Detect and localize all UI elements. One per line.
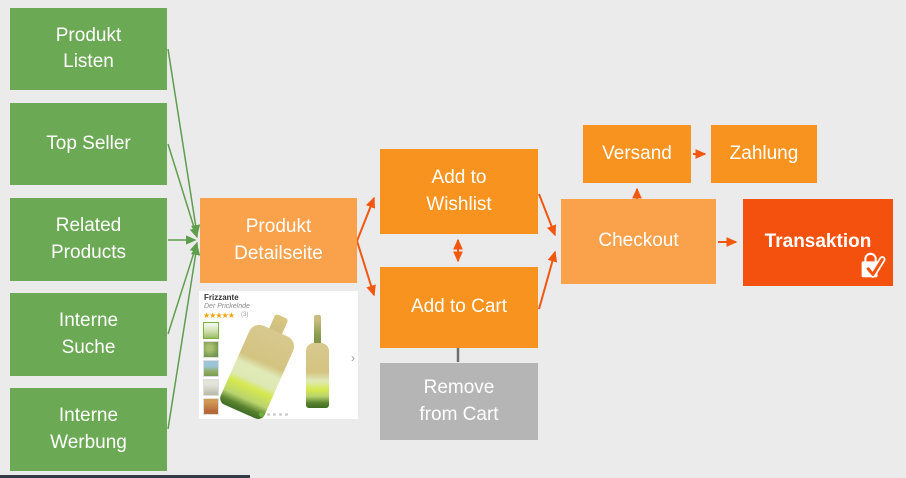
node-remove-from-cart: Remove from Cart — [380, 363, 538, 440]
thumbnail-crate — [203, 398, 219, 415]
thumbnail-light — [203, 379, 219, 396]
node-label: Versand — [602, 142, 672, 164]
dot — [279, 413, 282, 416]
node-label: Add to Wishlist — [426, 167, 492, 215]
bottle-body — [217, 321, 298, 422]
arrow-detailseite-to-wishlist — [356, 196, 376, 242]
star-rating: ★★★★★ — [203, 311, 235, 320]
dot — [273, 413, 276, 416]
product-screenshot-card: Frizzante Der Prickelnde ★★★★★ (3) › — [199, 291, 358, 422]
arrow-top-seller-to-detailseite — [167, 143, 199, 239]
node-label: Produkt Listen — [55, 24, 122, 72]
node-produkt-listen: Produkt Listen — [10, 8, 167, 90]
node-transaktion: Transaktion — [743, 199, 893, 286]
node-produkt-detailseite: Produkt Detailseite — [200, 198, 357, 283]
node-label: Checkout — [598, 230, 679, 252]
dot — [285, 413, 288, 416]
node-label: Interne Werbung — [50, 405, 127, 453]
node-label: Interne Suche — [58, 310, 119, 358]
node-checkout: Checkout — [561, 199, 716, 284]
node-label: Zahlung — [729, 142, 799, 164]
node-interne-suche: Interne Suche — [10, 293, 167, 376]
thumbnail-grapes — [203, 341, 219, 358]
thumbnail-landscape — [203, 360, 219, 377]
node-label: Related Products — [51, 215, 126, 263]
node-label: Transaktion — [764, 231, 872, 253]
bottle-image-large — [217, 307, 304, 422]
node-label: Top Seller — [46, 132, 131, 154]
arrow-wishlist-to-checkout — [538, 193, 557, 237]
arrow-interne-suche-to-detailseite — [167, 241, 199, 335]
bottle-body — [306, 343, 329, 408]
dot — [267, 413, 270, 416]
node-add-to-wishlist: Add to Wishlist — [380, 149, 538, 234]
review-count: (3) — [241, 312, 249, 318]
shopping-bag-check-icon — [861, 252, 886, 278]
thumbnail-list — [203, 322, 219, 415]
node-add-to-cart: Add to Cart — [380, 267, 538, 348]
carousel-next-icon: › — [351, 351, 355, 365]
node-top-seller: Top Seller — [10, 103, 167, 185]
node-related-products: Related Products — [10, 198, 167, 281]
node-zahlung: Zahlung — [711, 125, 817, 183]
product-subtitle: Der Prickelnde — [204, 303, 250, 310]
thumbnail-bottle — [203, 322, 219, 339]
carousel-dots — [259, 412, 288, 417]
arrow-cart-to-checkout — [538, 250, 558, 310]
bottle-image-small — [306, 315, 329, 408]
node-label: Remove from Cart — [419, 377, 499, 425]
arrow-detailseite-to-cart — [356, 240, 376, 297]
dot-active — [259, 412, 264, 417]
arrow-interne-werbung-to-detailseite — [167, 244, 201, 430]
bottle-neck — [314, 315, 321, 347]
arrow-produkt-listen-to-detailseite — [167, 48, 201, 236]
node-label: Produkt Detailseite — [234, 216, 323, 264]
node-interne-werbung: Interne Werbung — [10, 388, 167, 471]
node-versand: Versand — [583, 125, 691, 183]
product-title: Frizzante — [204, 293, 239, 302]
bottom-edge-strip — [0, 475, 250, 478]
node-label: Add to Cart — [410, 296, 508, 318]
